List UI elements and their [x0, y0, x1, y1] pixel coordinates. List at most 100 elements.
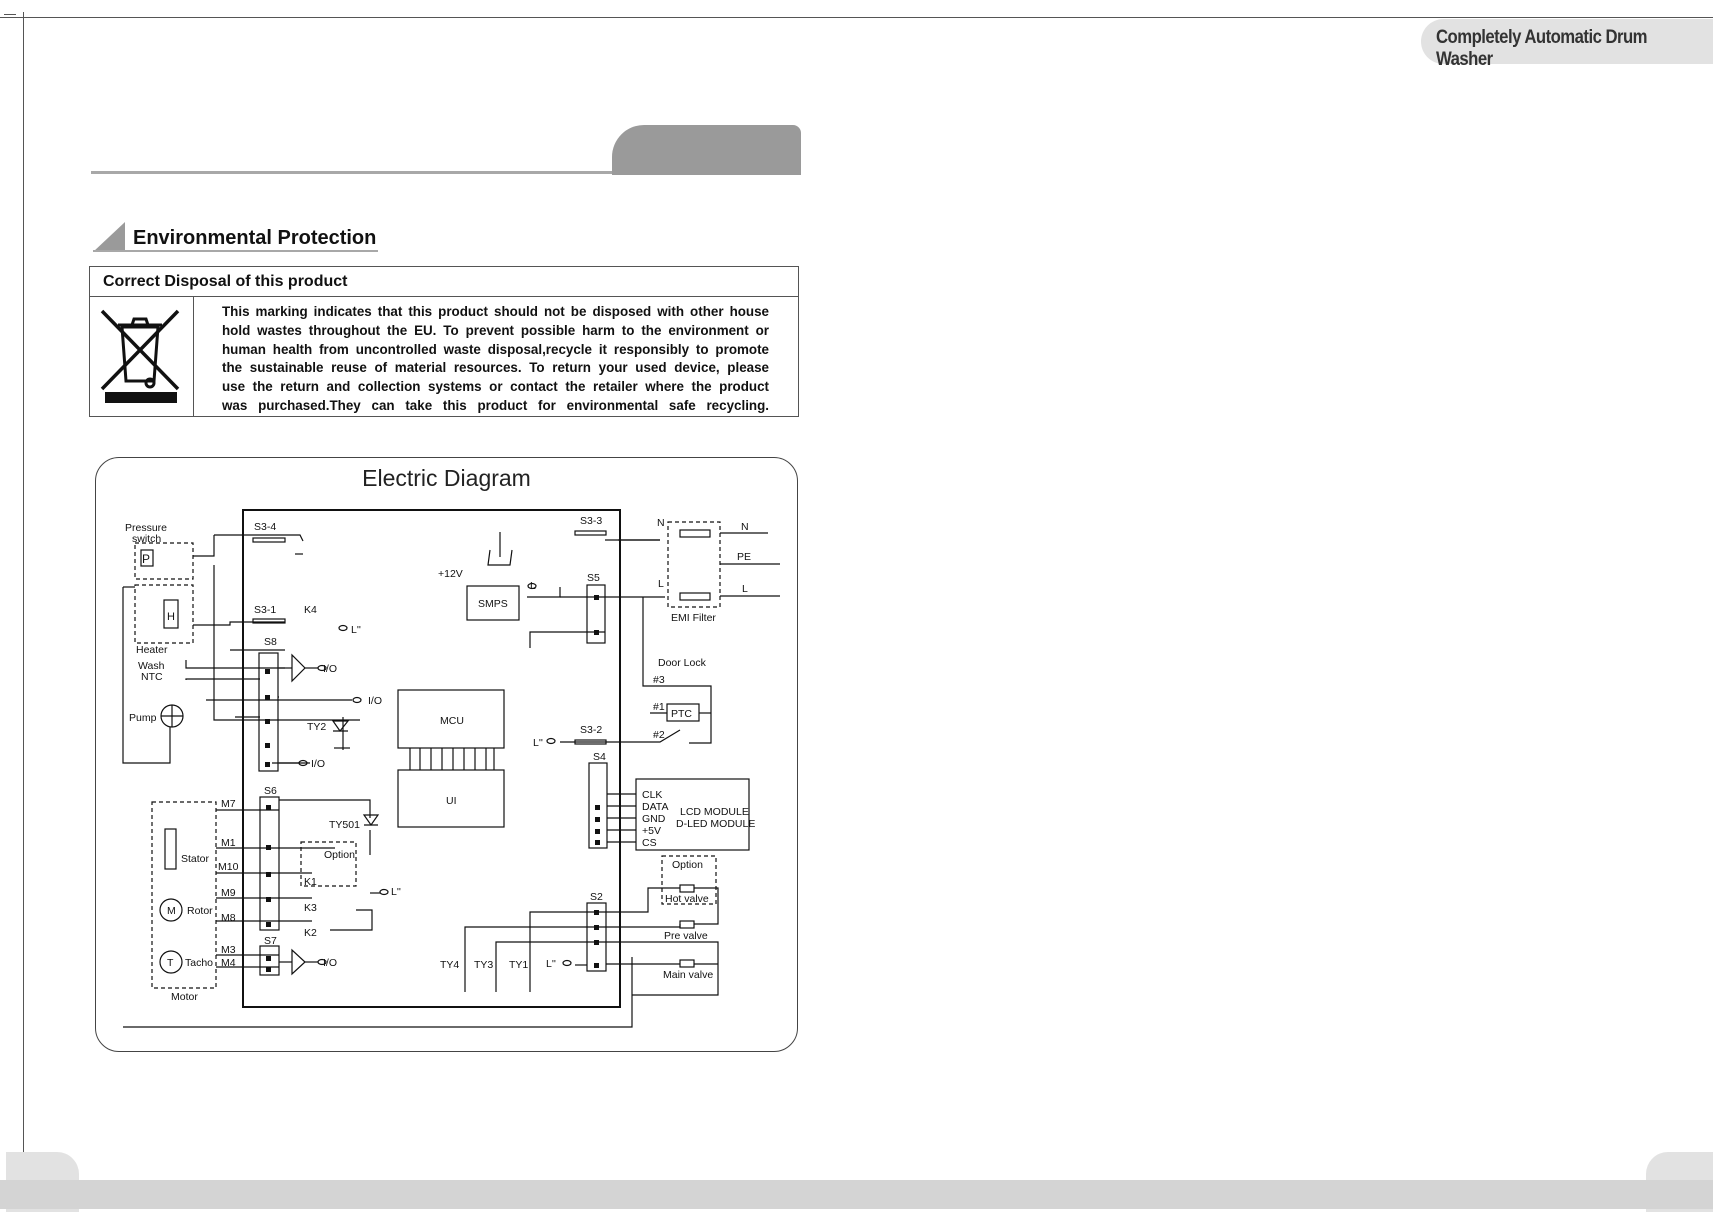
- label-hash1: #1: [653, 701, 665, 713]
- connector-s7: [259, 945, 280, 976]
- lcd-module-block: [635, 778, 750, 851]
- label-pump: Pump: [129, 712, 157, 724]
- label-motor: Motor: [171, 991, 198, 1003]
- frame-left-line: [23, 12, 24, 1212]
- label-io: I/O: [311, 758, 325, 770]
- connector-s5: [586, 584, 606, 644]
- header-pill: [1421, 19, 1713, 64]
- label-ntc: NTC: [141, 671, 163, 683]
- label-io: I/O: [368, 695, 382, 707]
- label-h: H: [167, 611, 175, 623]
- crop-mark-top-left: [4, 14, 16, 15]
- ui-block: [397, 769, 505, 828]
- heater-box: [134, 584, 194, 644]
- diagram-box: [95, 457, 798, 1052]
- section-rule: [91, 171, 801, 174]
- connector-s8: [258, 652, 279, 772]
- option-box-valve: [661, 855, 717, 905]
- disposal-line: was purchased.They can take this product…: [222, 397, 769, 413]
- label-s3-4: S3-4: [254, 521, 276, 533]
- label-m9: M9: [221, 887, 236, 899]
- label-clk: CLK: [642, 789, 662, 801]
- disposal-box: Correct Disposal of this product This ma…: [89, 266, 799, 417]
- label-s2: S2: [590, 891, 603, 903]
- label-ty2: TY2: [307, 721, 326, 733]
- disposal-line: This marking indicates that this product…: [222, 304, 769, 319]
- label-k1: K1: [304, 876, 317, 888]
- label-main-valve: Main valve: [663, 969, 713, 981]
- section-tab: [612, 125, 801, 175]
- label-ty501: TY501: [329, 819, 360, 831]
- label-l: L: [658, 578, 664, 590]
- label-m8: M8: [221, 912, 236, 924]
- label-cs: CS: [642, 837, 657, 849]
- label-t: T: [167, 957, 174, 969]
- disposal-title: Correct Disposal of this product: [103, 273, 348, 290]
- label-wash: Wash: [138, 660, 165, 672]
- diagram-title: Electric Diagram: [362, 465, 531, 491]
- footer-band: [0, 1180, 1713, 1209]
- crossed-bin-icon: [100, 309, 180, 403]
- label-emi-filter: EMI Filter: [671, 612, 716, 624]
- label-ui: UI: [446, 795, 457, 807]
- label-hash2: #2: [653, 729, 665, 741]
- label-m1: M1: [221, 837, 236, 849]
- label-io: I/O: [323, 663, 337, 675]
- env-section-title: Environmental Protection: [133, 227, 377, 249]
- label-tacho: Tacho: [185, 957, 213, 969]
- mcu-ui-bus: [409, 748, 495, 770]
- io-buffer-icon: [291, 948, 306, 976]
- label-ty1: TY1: [509, 959, 528, 971]
- label-pe: PE: [737, 551, 751, 563]
- label-m3: M3: [221, 944, 236, 956]
- label-hot-valve: Hot valve: [665, 893, 709, 905]
- label-s3-1: S3-1: [254, 604, 276, 616]
- header-title: Completely Automatic Drum Washer: [1436, 27, 1648, 70]
- disposal-icon-cell: [90, 297, 194, 417]
- label-data: DATA: [642, 801, 668, 813]
- label-stator: Stator: [181, 853, 210, 865]
- disposal-line: hold wastes throughout the EU. To preven…: [222, 322, 769, 338]
- label-hash3: #3: [653, 674, 665, 686]
- label-m4: M4: [221, 957, 236, 969]
- label-ty4: TY4: [440, 959, 459, 971]
- label-rotor: Rotor: [187, 905, 213, 917]
- label-pressure: Pressure: [125, 522, 167, 534]
- disposal-line: the sustainable reuse of material resour…: [222, 360, 769, 376]
- disposal-line: human health from uncontrolled waste dis…: [222, 341, 769, 357]
- label-smps: SMPS: [478, 598, 508, 610]
- triac-ty501-icon: [362, 814, 380, 827]
- tacho-icon: [159, 950, 183, 974]
- label-gnd: GND: [642, 813, 666, 825]
- label-s3-2: S3-2: [580, 724, 602, 736]
- label-plus5v: +5V: [642, 825, 661, 837]
- io-buffer-icon: [291, 653, 306, 683]
- connector-s2: [586, 902, 607, 972]
- label-heater: Heater: [136, 644, 168, 656]
- label-k4: K4: [304, 604, 317, 616]
- label-l-dbl: L'': [533, 737, 543, 749]
- pcb-board: [242, 509, 621, 1008]
- label-s5: S5: [587, 572, 600, 584]
- label-l-dbl: L'': [391, 886, 401, 898]
- label-pre-valve: Pre valve: [664, 930, 708, 942]
- rotor-motor-icon: [159, 898, 183, 922]
- disposal-text: This marking indicates that this product…: [222, 303, 769, 416]
- label-s4: S4: [593, 751, 606, 763]
- motor-box: [151, 801, 217, 989]
- label-plus12v: +12V: [438, 568, 463, 580]
- option-box-relay: [300, 841, 357, 887]
- label-k2: K2: [304, 927, 317, 939]
- label-m7: M7: [221, 798, 236, 810]
- label-s6: S6: [264, 785, 277, 797]
- label-switch: switch: [132, 533, 161, 545]
- label-l-dbl: L'': [351, 624, 361, 636]
- label-s7: S7: [264, 935, 277, 947]
- label-ty3: TY3: [474, 959, 493, 971]
- label-m10: M10: [218, 861, 239, 873]
- env-underline: [93, 250, 378, 252]
- label-mcu: MCU: [440, 715, 464, 727]
- label-m: M: [167, 905, 176, 917]
- mcu-block: [397, 689, 505, 749]
